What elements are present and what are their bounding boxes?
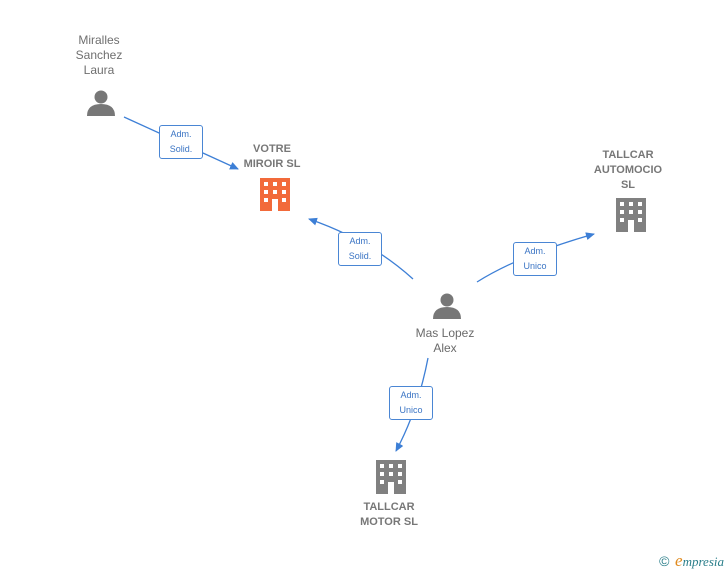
brand-name: mpresia (682, 554, 724, 569)
building-icon[interactable] (260, 178, 290, 211)
node-label-tallcar-motor[interactable]: TALLCAR MOTOR SL (360, 501, 418, 528)
edge-label-mas-tallcar-motor: Adm. Unico (389, 386, 433, 420)
building-icon[interactable] (376, 460, 406, 494)
brand-initial: e (675, 551, 683, 570)
edge-label-miralles-votre: Adm. Solid. (159, 125, 203, 159)
node-label-miralles[interactable]: Miralles Sanchez Laura (75, 33, 123, 77)
node-label-mas-lopez[interactable]: Mas Lopez Alex (415, 326, 475, 355)
person-icon[interactable] (87, 90, 115, 117)
building-icon[interactable] (616, 198, 646, 232)
node-label-tallcar-automocio[interactable]: TALLCAR AUTOMOCIO SL (593, 149, 663, 191)
person-icon[interactable] (433, 293, 461, 320)
copyright-symbol: © (659, 553, 670, 569)
brand-logo: © empresia (659, 551, 724, 571)
edge-label-mas-votre: Adm. Solid. (338, 232, 382, 266)
edge-label-mas-tallcar-auto: Adm. Unico (513, 242, 557, 276)
node-label-votre-miroir[interactable]: VOTRE MIROIR SL (243, 143, 301, 170)
